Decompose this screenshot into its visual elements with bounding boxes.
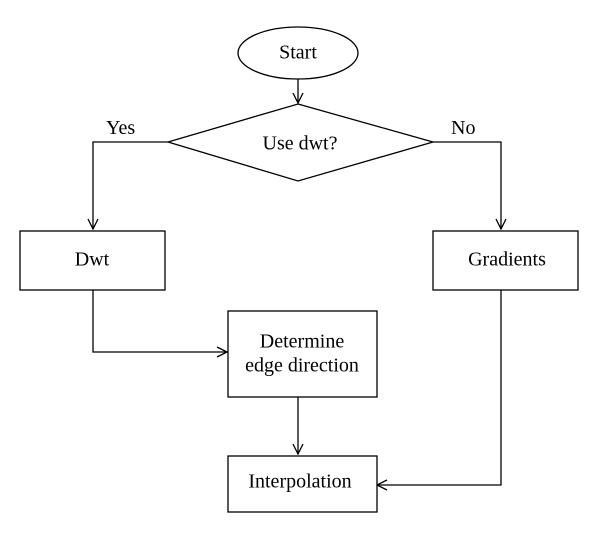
edges <box>93 79 501 485</box>
decision-label: Use dwt? <box>263 133 338 155</box>
start-ellipse <box>237 26 359 80</box>
node-determine-edge-direction: Determine edge direction <box>227 310 378 398</box>
edge-no-branch <box>433 141 501 229</box>
decision-diamond <box>165 103 436 182</box>
edge-dwt-to-determine <box>92 290 227 352</box>
gradients-label: Gradients <box>468 249 546 271</box>
interpolation-label: Interpolation <box>248 471 351 493</box>
no-label: No <box>451 117 475 139</box>
dwt-box <box>19 230 166 291</box>
node-use-dwt-decision: Use dwt? <box>165 103 436 182</box>
gradients-box <box>432 230 579 291</box>
determine-label-line-2: edge direction <box>245 355 359 377</box>
dwt-label: Dwt <box>75 249 110 271</box>
node-dwt: Dwt <box>19 230 166 291</box>
determine-box <box>227 310 378 398</box>
edge-gradients-to-interpolation <box>377 290 502 485</box>
node-gradients: Gradients <box>432 230 579 291</box>
node-interpolation: Interpolation <box>227 455 378 513</box>
yes-label: Yes <box>106 117 135 139</box>
node-start: Start <box>237 26 359 80</box>
edge-yes-branch <box>93 141 168 229</box>
interpolation-box <box>227 455 378 513</box>
start-label: Start <box>279 42 317 64</box>
determine-label-line-1: Determine <box>260 331 345 353</box>
